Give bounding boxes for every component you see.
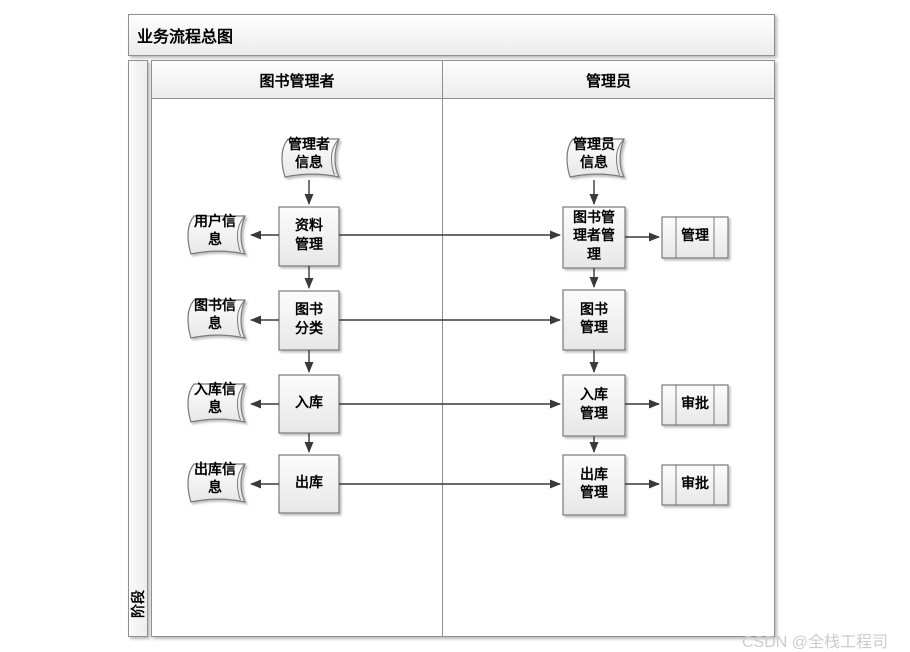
node-data-management-shape <box>278 206 340 267</box>
node-inbound-mgmt-shape <box>562 374 626 437</box>
node-approve-inbound-shape <box>661 384 729 426</box>
swimlane-container <box>151 60 775 637</box>
diagram-title: 业务流程总图 <box>137 29 234 46</box>
connector-arrows <box>250 180 660 489</box>
node-approve-outbound-shape <box>661 464 729 506</box>
node-manager-info-shape <box>282 139 339 177</box>
lane-header-admin: 管理员 <box>585 73 631 90</box>
node-inbound-shape <box>278 374 340 434</box>
node-inbound-info-shape <box>188 384 245 422</box>
node-outbound-mgmt-shape <box>562 454 626 516</box>
lane-divider <box>442 61 443 636</box>
lane-header-book-manager: 图书管理者 <box>259 73 335 90</box>
lane-header-band <box>152 61 774 99</box>
node-outbound-info-shape <box>188 464 245 502</box>
diagram-title-bar <box>128 14 775 56</box>
node-manage-shape <box>661 216 729 259</box>
node-book-info-shape <box>188 300 245 338</box>
node-book-category-shape <box>278 290 340 351</box>
node-admin-info-shape <box>567 139 624 177</box>
node-book-mgmt-shape <box>562 289 626 351</box>
node-user-info-shape <box>188 216 245 254</box>
node-book-manager-mgmt-shape <box>562 206 626 269</box>
phase-strip <box>128 60 148 637</box>
node-outbound-shape <box>278 454 340 514</box>
csdn-watermark: CSDN @全栈工程司 <box>742 634 889 651</box>
